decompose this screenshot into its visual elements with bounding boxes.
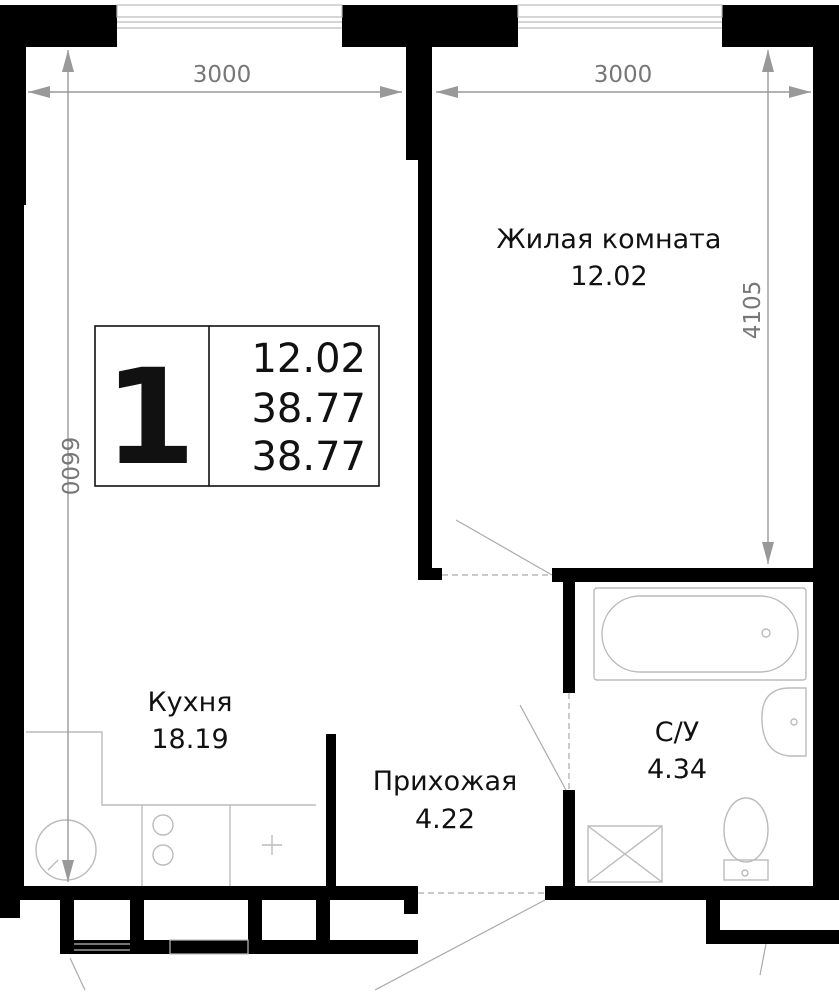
bathroom-area: 4.34 xyxy=(647,754,707,785)
living-room-name: Жилая комната xyxy=(497,224,722,255)
bathroom-fixtures xyxy=(587,587,807,883)
doors xyxy=(69,519,767,991)
living-room-area: 12.02 xyxy=(570,261,647,292)
dim-right-width: 3000 xyxy=(594,62,653,88)
total-area-with-balcony-value: 38.77 xyxy=(251,434,366,480)
total-area-value: 38.77 xyxy=(251,386,366,432)
windows xyxy=(74,4,723,955)
walls xyxy=(0,5,839,954)
living-area-value: 12.02 xyxy=(251,336,366,382)
dim-left-height: 6600 xyxy=(56,437,82,496)
rooms-count: 1 xyxy=(104,341,196,495)
bathroom-name: С/У xyxy=(655,717,699,748)
dim-room-height: 4105 xyxy=(740,281,766,340)
kitchen-area: 18.19 xyxy=(151,724,228,755)
hall-name: Прихожая xyxy=(373,766,518,797)
dimension-lines xyxy=(28,50,811,882)
area-summary-box xyxy=(94,325,380,487)
dim-left-width: 3000 xyxy=(193,62,252,88)
hall-area: 4.22 xyxy=(415,804,475,835)
kitchen-set xyxy=(26,731,316,886)
kitchen-name: Кухня xyxy=(147,687,232,718)
